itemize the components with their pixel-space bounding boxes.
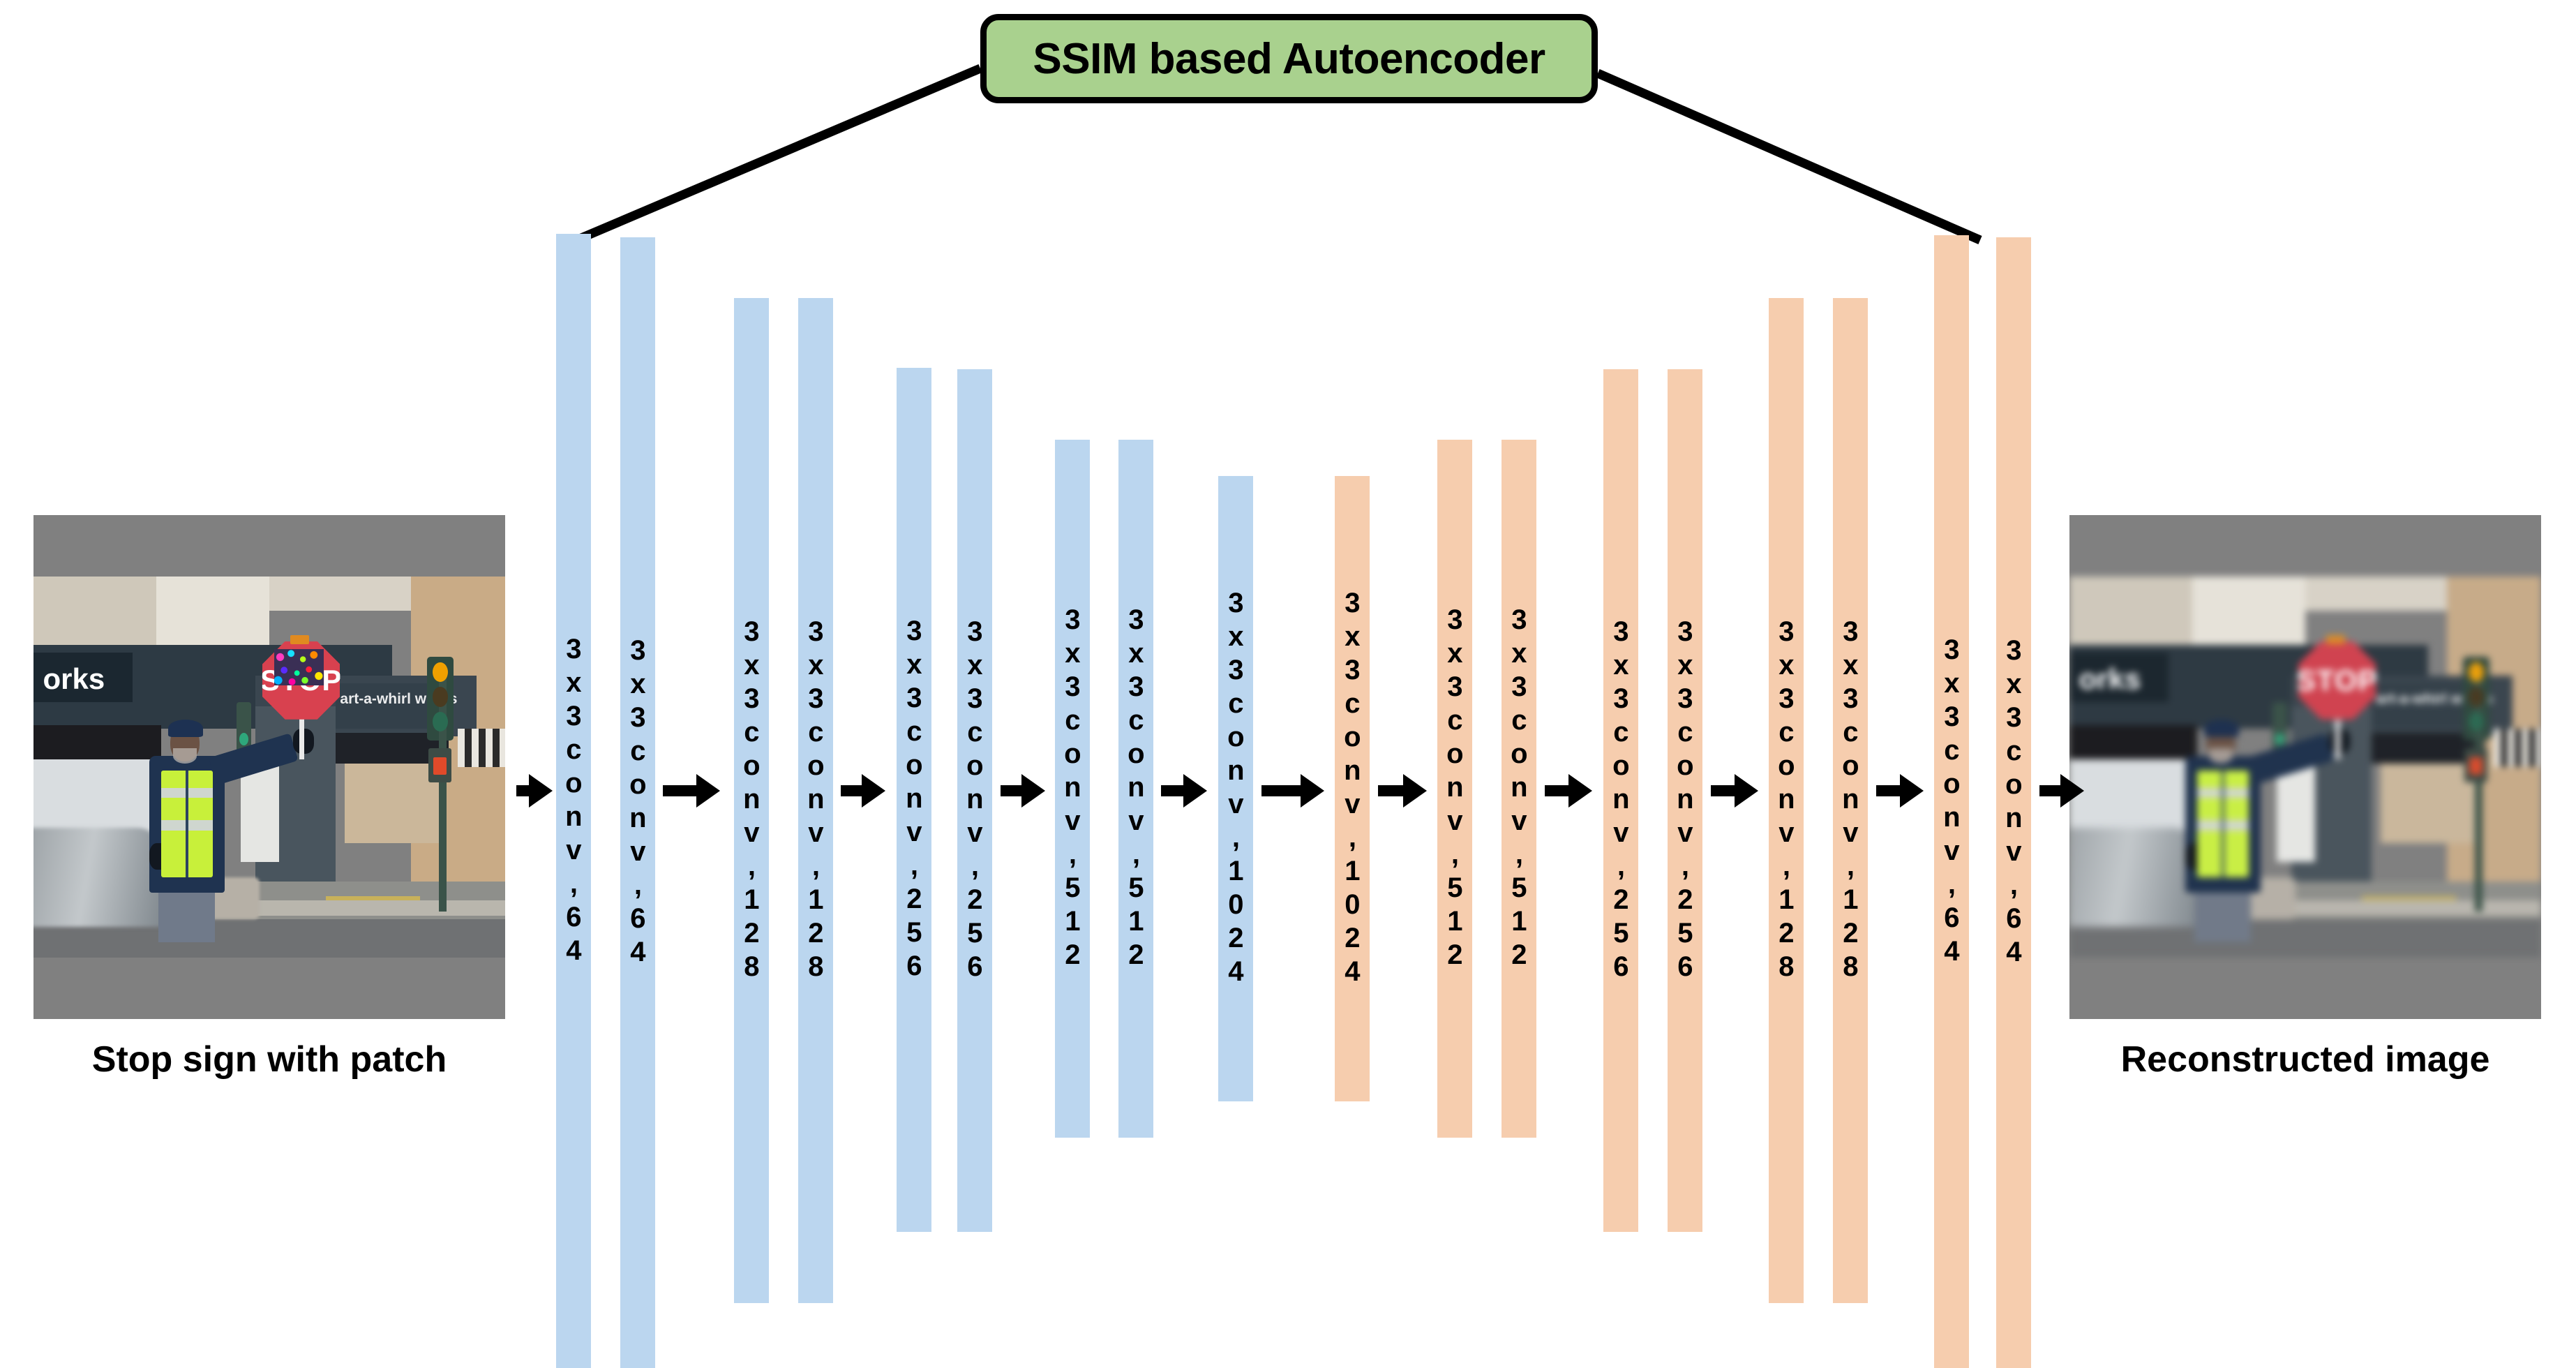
conv-layer-label: 3x3conv,64 — [1936, 634, 1968, 969]
conv-layer-14-decoder[interactable]: 3x3conv,128 — [1769, 298, 1804, 1303]
conv-layer-label: 3x3conv,512 — [1504, 604, 1535, 973]
conv-layer-4-encoder[interactable]: 3x3conv,256 — [897, 368, 931, 1232]
conv-layer-label: 3x3conv,1024 — [1337, 588, 1368, 990]
conv-layer-16-decoder[interactable]: 3x3conv,64 — [1934, 235, 1969, 1368]
model-title-label: SSIM based Autoencoder — [1033, 34, 1545, 83]
conv-layer-6-encoder[interactable]: 3x3conv,512 — [1055, 440, 1090, 1138]
conv-layer-9-decoder[interactable]: 3x3conv,1024 — [1335, 476, 1370, 1101]
conv-layer-label: 3x3conv,128 — [800, 616, 832, 985]
conv-layer-label: 3x3conv,256 — [1605, 616, 1637, 985]
conv-layer-1-encoder[interactable]: 3x3conv,64 — [620, 237, 655, 1368]
conv-layer-label: 3x3conv,128 — [1835, 616, 1866, 985]
conv-layer-10-decoder[interactable]: 3x3conv,512 — [1437, 440, 1472, 1138]
output-caption: Reconstructed image — [2120, 1039, 2490, 1080]
conv-layer-label: 3x3conv,256 — [899, 616, 930, 984]
conv-layer-3-encoder[interactable]: 3x3conv,128 — [798, 298, 833, 1303]
output-stop-sign-text: STOP — [2296, 663, 2379, 697]
conv-layer-7-encoder[interactable]: 3x3conv,512 — [1118, 440, 1153, 1138]
conv-layer-label: 3x3conv,512 — [1439, 604, 1471, 973]
input-sign-left-text: orks — [43, 662, 105, 695]
connector-line-right — [1596, 69, 1982, 244]
conv-layer-label: 3x3conv,128 — [736, 616, 767, 985]
input-image-panel: orks art-a-whirl works STOP Stop sign — [33, 515, 505, 1080]
conv-layer-label: 3x3conv,64 — [1998, 635, 2030, 970]
conv-layer-label: 3x3conv,512 — [1121, 604, 1152, 973]
output-photo: orks art-a-whirl works STOP — [2069, 515, 2541, 1019]
input-caption: Stop sign with patch — [91, 1039, 447, 1080]
conv-layer-label: 3x3conv,512 — [1057, 604, 1088, 973]
conv-layer-label: 3x3conv,64 — [558, 633, 590, 969]
connector-line-left — [579, 64, 982, 242]
conv-layer-15-decoder[interactable]: 3x3conv,128 — [1833, 298, 1868, 1303]
conv-layer-12-decoder[interactable]: 3x3conv,256 — [1603, 369, 1638, 1232]
conv-layer-17-decoder[interactable]: 3x3conv,64 — [1996, 237, 2031, 1368]
conv-layer-label: 3x3conv,256 — [1670, 616, 1701, 985]
conv-layer-label: 3x3conv,128 — [1771, 616, 1802, 985]
output-sign-left-text: orks — [2079, 662, 2141, 695]
conv-layer-13-decoder[interactable]: 3x3conv,256 — [1668, 369, 1702, 1232]
output-image-panel: orks art-a-whirl works STOP Reconstructe… — [2069, 515, 2541, 1080]
input-photo: orks art-a-whirl works STOP — [33, 515, 505, 1019]
conv-layer-label: 3x3conv,64 — [622, 635, 654, 970]
conv-layer-label: 3x3conv,256 — [959, 616, 991, 985]
conv-layer-8-encoder[interactable]: 3x3conv,1024 — [1218, 476, 1253, 1101]
adversarial-patch — [274, 648, 324, 685]
model-title-box: SSIM based Autoencoder — [980, 14, 1598, 103]
conv-layer-label: 3x3conv,1024 — [1220, 588, 1252, 990]
conv-layer-2-encoder[interactable]: 3x3conv,128 — [734, 298, 769, 1303]
conv-layer-5-encoder[interactable]: 3x3conv,256 — [957, 369, 992, 1232]
conv-layer-0-encoder[interactable]: 3x3conv,64 — [556, 234, 591, 1368]
conv-layer-11-decoder[interactable]: 3x3conv,512 — [1502, 440, 1536, 1138]
